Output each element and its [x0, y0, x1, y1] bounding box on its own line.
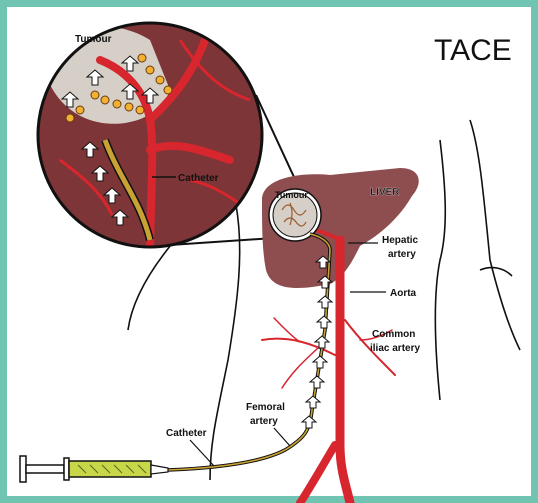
femoral-artery-label-2: artery — [250, 416, 278, 427]
common-iliac-label-1: Common — [372, 329, 415, 340]
common-iliac-label-2: iliac artery — [370, 343, 420, 354]
diagram-title: TACE — [434, 34, 512, 67]
tumour-liver-label: Tumour — [275, 190, 308, 200]
catheter-inset-label: Catheter — [178, 173, 219, 184]
liver-label: LIVER — [370, 187, 400, 198]
femoral-artery-label-1: Femoral — [246, 402, 285, 413]
tumour-inset-label: Tumour — [75, 34, 112, 45]
hepatic-artery-label-1: Hepatic — [382, 235, 419, 246]
catheter-bottom-label: Catheter — [166, 428, 207, 439]
hepatic-artery-label-2: artery — [388, 249, 416, 260]
magnified-inset: Tumour Catheter — [38, 23, 262, 260]
aorta-label: Aorta — [390, 288, 417, 299]
syringe — [20, 456, 168, 482]
